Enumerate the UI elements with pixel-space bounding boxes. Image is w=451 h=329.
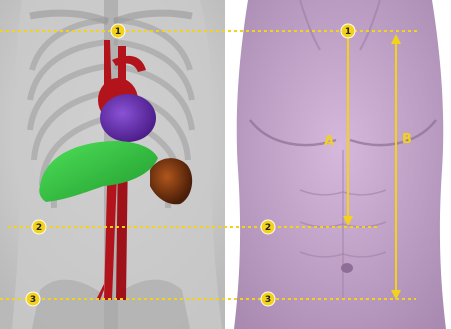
marker-2-right: 2 xyxy=(261,220,275,234)
measurement-a-label: A xyxy=(324,134,334,149)
marker-3-right: 3 xyxy=(261,292,275,306)
svg-text:3: 3 xyxy=(265,295,271,305)
navel xyxy=(341,263,353,273)
measurement-b-label: B xyxy=(402,132,412,147)
marker-1-right: 1 xyxy=(341,24,355,38)
heart-ventricle xyxy=(100,94,156,142)
panel-divider xyxy=(225,0,228,329)
torso-panel xyxy=(228,0,451,329)
marker-3-left: 3 xyxy=(26,292,40,306)
svg-text:2: 2 xyxy=(36,223,42,233)
svg-text:2: 2 xyxy=(265,223,271,233)
svg-text:1: 1 xyxy=(345,27,351,37)
anatomy-panel xyxy=(0,0,225,329)
svg-text:1: 1 xyxy=(115,27,121,37)
svg-text:3: 3 xyxy=(30,295,36,305)
torso-skin xyxy=(234,0,446,329)
marker-2-left: 2 xyxy=(32,220,46,234)
marker-1-left: 1 xyxy=(111,24,125,38)
